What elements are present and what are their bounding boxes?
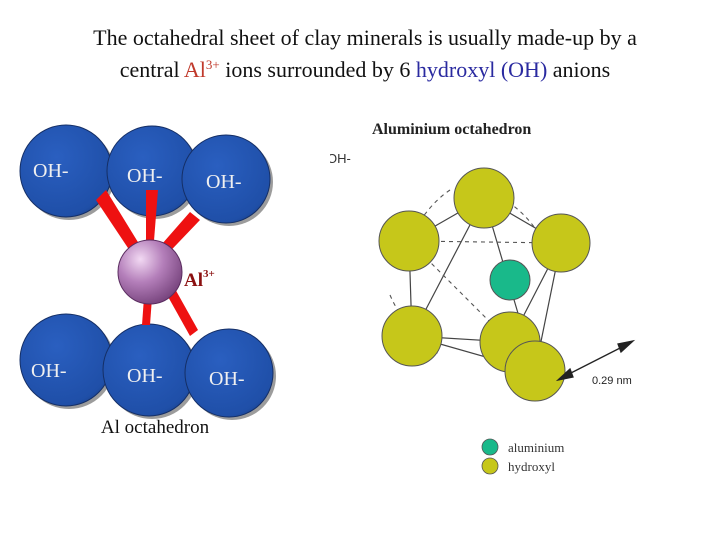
aluminium-octahedron-diagram: Aluminium octahedron OH- 0.29 nm al [330, 121, 636, 475]
distance-arrow [555, 339, 636, 382]
legend: aluminium hydroxyl [481, 438, 564, 475]
title-line-1: The octahedral sheet of clay minerals is… [93, 25, 637, 50]
hydroxyl-atom-lower-left [381, 305, 443, 367]
title-al-ion: Al3+ [184, 57, 220, 82]
oh-label-bottom-1: OH- [31, 360, 67, 382]
hydroxyl-sphere-top-2 [106, 125, 200, 219]
legend-aluminium-label: aluminium [508, 440, 564, 455]
right-diagram-heading: Aluminium octahedron [372, 121, 531, 138]
title-central-text: central [119, 57, 184, 82]
al-ion-charge: 3+ [203, 268, 215, 280]
hydroxyl-sphere-top-1 [19, 124, 115, 220]
al-octahedron-diagram: Al3+ OH- OH- OH- OH- OH- OH- Al octahedr… [19, 124, 276, 438]
oh-label-top-1: OH- [33, 160, 69, 182]
oh-label-bottom-2: OH- [127, 365, 163, 387]
legend-hydroxyl-swatch [481, 457, 499, 475]
oh-label-top-3: OH- [206, 171, 242, 193]
hydroxyl-sphere-bottom-1 [19, 313, 115, 409]
oh-label-top-2: OH- [127, 165, 163, 187]
legend-hydroxyl-label: hydroxyl [508, 459, 555, 474]
al-ion-symbol: Al [184, 270, 203, 291]
stray-oh-label: OH- [330, 151, 351, 166]
legend-aluminium-swatch [481, 438, 499, 456]
title-al-symbol: Al [183, 57, 206, 82]
distance-label: 0.29 nm [592, 375, 632, 387]
hydroxyl-atom-left [378, 210, 440, 272]
left-diagram-caption: Al octahedron [101, 417, 210, 438]
hydroxyl-sphere-bottom-3 [184, 328, 276, 420]
slide-title: The octahedral sheet of clay minerals is… [0, 22, 720, 86]
title-anions-text: anions [547, 57, 611, 82]
hydroxyl-sphere-top-3 [181, 134, 273, 226]
hydroxyl-atom-bottom [504, 340, 566, 402]
title-ions-text: ions surrounded by 6 [219, 57, 416, 82]
al-ion-sphere [117, 239, 183, 305]
title-line-2: central Al3+ ions surrounded by 6 hydrox… [0, 54, 720, 86]
al-ion-label: Al3+ [184, 268, 215, 291]
hydroxyl-atom-right [531, 213, 591, 273]
hydroxyl-atom-top [453, 167, 515, 229]
oh-label-bottom-3: OH- [209, 368, 245, 390]
title-al-charge: 3+ [205, 57, 220, 72]
aluminium-atom [489, 259, 531, 301]
title-hydroxyl: hydroxyl (OH) [415, 57, 548, 82]
